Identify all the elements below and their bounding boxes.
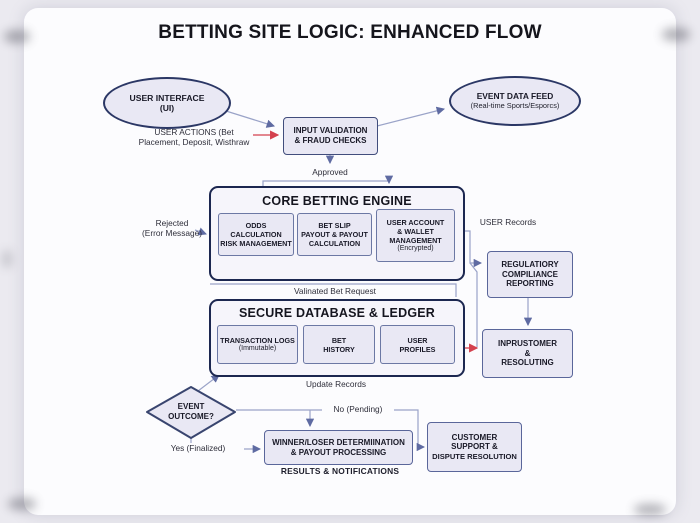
corner-artifact	[662, 28, 690, 41]
node-label: DISPUTE RESOLUTION	[432, 452, 517, 462]
node-bet-slip: BET SLIP PAYOUT & PAYOUT CALCULATION	[297, 213, 372, 256]
node-label: CALCULATION	[230, 230, 282, 239]
event-outcome-diamond-shape	[146, 386, 236, 439]
node-inprustomer-resoluting: INPRUSTOMER & RESOLUTING	[482, 329, 573, 378]
node-label: SUPPORT &	[451, 442, 498, 452]
label-yes-finalized: Yes (Finalized)	[152, 443, 244, 454]
container-title: CORE BETTING ENGINE	[262, 194, 412, 208]
node-label: RESOLUTING	[501, 358, 554, 368]
label-update-records: Update Records	[306, 379, 366, 389]
node-label: HISTORY	[323, 344, 355, 354]
corner-artifact	[8, 498, 36, 510]
label-line: Placement, Deposit, Wisthraw	[138, 137, 250, 148]
node-label: PROFILES	[399, 344, 436, 354]
node-label: OUTCOME?	[168, 412, 214, 421]
label-no-pending: No (Pending)	[322, 404, 394, 415]
node-label: INPUT VALIDATION	[293, 126, 368, 136]
container-title: SECURE DATABASE & LEDGER	[238, 306, 436, 320]
label-line: Rejected	[155, 218, 189, 228]
node-label: (UI)	[159, 103, 175, 113]
node-label: MANAGEMENT	[389, 235, 442, 245]
node-label: COMPILIANCE	[502, 269, 558, 279]
node-user-interface: USER INTERFACE (UI)	[103, 77, 231, 129]
label-results-notifications: RESULTS & NOTIFICATIONS	[280, 466, 400, 476]
label-user-records: USER Records	[479, 217, 537, 227]
label-rejected: Rejected (Error Message)	[132, 218, 212, 239]
node-label: USER	[407, 335, 428, 345]
node-label: & PAYOUT PROCESSING	[290, 447, 387, 457]
node-label: CUSTOMER	[451, 432, 498, 442]
node-regulatory-reporting: REGULATIORY COMPILIANCE REPORTING	[487, 251, 573, 298]
corner-artifact	[4, 30, 30, 43]
node-event-outcome: EVENT OUTCOME?	[151, 399, 231, 425]
label-valinated-bet-request: Valinated Bet Request	[294, 286, 376, 296]
node-label: BET SLIP	[318, 221, 351, 230]
node-label: CALCULATION	[308, 239, 361, 248]
node-event-data-feed: EVENT DATA FEED (Real-time Sports/Esporc…	[449, 76, 581, 126]
node-winner-loser-determination: WINNER/LOSER DETERMIINATION & PAYOUT PRO…	[264, 430, 413, 465]
node-label: REGULATIORY	[501, 259, 559, 269]
node-label: EVENT DATA FEED	[476, 91, 554, 102]
edge-ui-to-validation	[225, 110, 276, 128]
edge-validation-to-feed	[376, 106, 446, 127]
node-label: EVENT	[177, 402, 205, 412]
node-user-profiles: USER PROFILES	[380, 325, 455, 364]
node-input-validation: INPUT VALIDATION & FRAUD CHECKS	[283, 117, 378, 155]
node-customer-support: CUSTOMER SUPPORT & DISPUTE RESOLUTION	[427, 422, 522, 472]
label-line: (Error Message)	[142, 228, 202, 239]
edge-outcome-update-records	[197, 374, 220, 392]
edge-core-to-securedb	[210, 283, 457, 297]
node-odds-calculation: ODDS CALCULATION RISK MANAGEMENT	[218, 213, 294, 256]
node-sublabel: (Encrypted)	[397, 244, 434, 252]
node-sublabel: (Immutable)	[238, 344, 277, 352]
node-label: WINNER/LOSER DETERMIINATION	[272, 437, 405, 447]
node-sublabel: (Real-time Sports/Esporcs)	[470, 100, 560, 110]
edge-junction-down	[469, 262, 478, 347]
edge-artifact	[2, 250, 12, 268]
node-label: REPORTING	[506, 279, 554, 289]
label-line: USER ACTIONS (Bet	[154, 127, 234, 137]
node-label: & WALLET	[397, 226, 434, 236]
node-user-account-wallet: USER ACCOUNT & WALLET MANAGEMENT (Encryp…	[376, 209, 455, 262]
node-label: &	[524, 348, 531, 358]
node-label: BET	[331, 335, 347, 345]
node-label: TRANSACTION LOGS	[220, 335, 295, 345]
node-label: USER INTERFACE	[129, 92, 205, 103]
node-transaction-logs: TRANSACTION LOGS (Immutable)	[217, 325, 298, 364]
corner-artifact	[634, 504, 666, 515]
node-label: INPRUSTOMER	[498, 338, 557, 348]
node-label: RISK MANAGEMENT	[220, 239, 292, 248]
node-label: ODDS	[245, 221, 267, 230]
node-bet-history: BET HISTORY	[303, 325, 375, 364]
node-label: & FRAUD CHECKS	[294, 136, 367, 145]
edge-approved-to-core	[262, 175, 394, 186]
page-title: BETTING SITE LOGIC: ENHANCED FLOW	[158, 22, 542, 43]
label-approved: Approved	[312, 167, 348, 177]
label-user-actions: USER ACTIONS (Bet Placement, Deposit, Wi…	[128, 127, 260, 148]
node-label: USER ACCOUNT	[386, 217, 445, 227]
node-label: PAYOUT & PAYOUT	[301, 230, 368, 239]
edge-rejected-arrow	[194, 227, 207, 236]
edge-core-to-regulatory	[461, 230, 483, 268]
